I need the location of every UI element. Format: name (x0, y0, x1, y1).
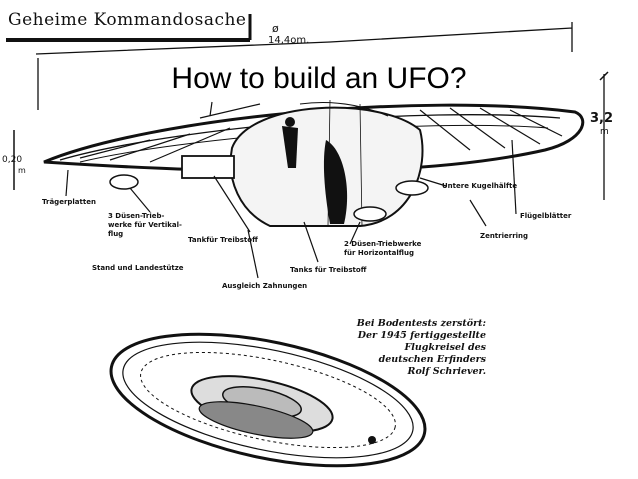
label-tanks-treibstoff: Tanks für Treibstoff (290, 266, 367, 274)
rim-unit: m (18, 166, 26, 175)
lower-saucer-illustration (109, 332, 427, 468)
label-zentrierring: Zentrierring (480, 232, 529, 240)
document-header: Geheime Kommandosache (8, 10, 247, 30)
label-tank-treibstoff: Tankfür Treibstoff (188, 236, 258, 244)
upper-saucer-drawing (43, 99, 585, 279)
rim-label: 0,20 (2, 155, 23, 165)
caption-line: Bei Bodentests zerstört: (356, 318, 486, 329)
label-untere-kugelhaelfte: Untere Kugelhälfte (442, 182, 518, 190)
label-fluegelblaetter: Flügelblätter (520, 212, 572, 220)
caption-line: Der 1945 fertiggestellte (357, 330, 486, 341)
height-unit: m (600, 127, 609, 137)
diameter-label: 14,4om. (268, 35, 310, 46)
label-stand-landestuetze: Stand und Landestütze (92, 264, 184, 272)
label-duesen-horizontal: 2 Düsen-Triebwerke für Horizontalflug (344, 240, 422, 257)
diameter-symbol: ø (272, 22, 279, 35)
caption-line: Rolf Schriever. (407, 366, 486, 377)
label-ausgleich: Ausgleich Zahnungen (222, 282, 308, 290)
slide-title: How to build an UFO? (171, 62, 467, 95)
caption-line: deutschen Erfinders (378, 354, 486, 365)
photo-caption: Bei Bodentests zerstört: Der 1945 fertig… (296, 318, 486, 378)
caption-line: Flugkreisel des (404, 342, 487, 353)
label-duesen-vertikal: 3 Düsen-Trieb- werke für Vertikal- flug (108, 212, 182, 238)
label-traegerplatten: Trägerplatten (42, 198, 96, 206)
height-label: 3,2 (590, 111, 614, 126)
